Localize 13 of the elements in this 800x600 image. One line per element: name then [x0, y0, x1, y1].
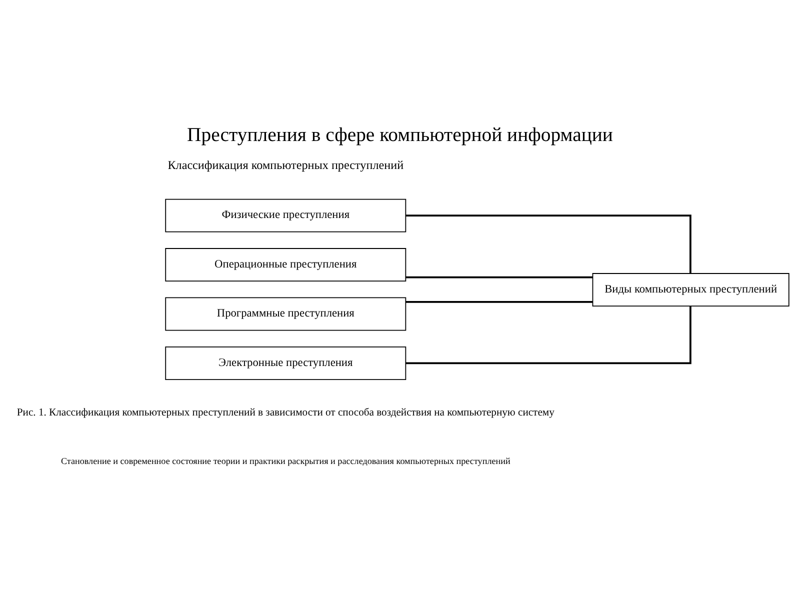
node-box: Виды компьютерных преступлений	[592, 273, 790, 307]
node-box: Программные преступления	[165, 297, 406, 331]
diagram-title: Преступления в сфере компьютерной информации	[187, 124, 613, 146]
node-box: Электронные преступления	[165, 346, 406, 380]
node-box: Операционные преступления	[165, 248, 406, 282]
connector	[406, 300, 593, 303]
node-box: Физические преступления	[165, 198, 406, 232]
caption: Рис. 1. Классификация компьютерных преступлений в зависимости от способа воздействия на компьютерную систему	[16, 407, 554, 418]
label: Становление и современное состояние теории и практики раскрытия и расследования компьютерных преступлений	[60, 456, 510, 466]
connector	[406, 306, 692, 364]
connector	[406, 276, 593, 278]
label: Классификация компьютерных преступлений	[168, 158, 404, 172]
connector	[406, 214, 692, 274]
